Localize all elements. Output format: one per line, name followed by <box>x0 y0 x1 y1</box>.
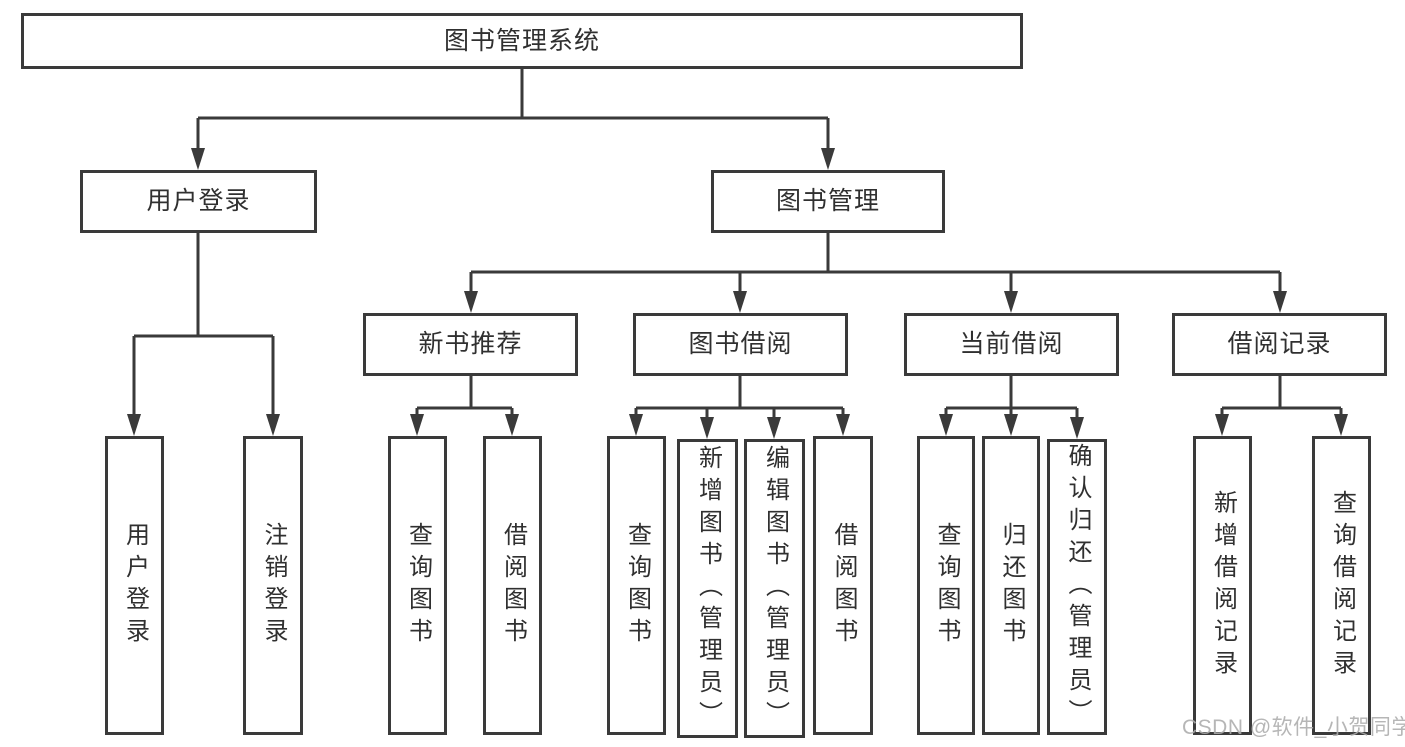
node-borrowing-records: 借阅记录 <box>1172 313 1387 376</box>
leaf-records-add-borrow-record: 新增借阅记录 <box>1193 436 1252 735</box>
node-label: 新增图书（管理员） <box>694 444 722 733</box>
csdn-watermark: CSDN @软件_小贺同学 <box>1182 716 1405 739</box>
leaf-borrowing-borrow-books: 借阅图书 <box>813 436 873 735</box>
node-user-login: 用户登录 <box>80 170 317 233</box>
leaf-current-confirm-return-admin: 确认归还（管理员） <box>1047 439 1107 735</box>
node-label: 编辑图书（管理员） <box>761 444 789 733</box>
node-book-management: 图书管理 <box>711 170 945 233</box>
node-label: 借阅记录 <box>1227 330 1332 358</box>
node-label: 新增借阅记录 <box>1209 489 1237 682</box>
arrowheads <box>127 148 1348 439</box>
node-label: 图书管理系统 <box>443 26 600 55</box>
node-label: 用户登录 <box>121 521 149 650</box>
node-new-book-recommend: 新书推荐 <box>363 313 578 376</box>
node-label: 归还图书 <box>998 521 1025 650</box>
connector-book-borrowing-to-leaves <box>634 376 845 429</box>
leaf-recommend-query-books: 查询图书 <box>388 436 447 735</box>
node-label: 查询借阅记录 <box>1328 489 1356 682</box>
leaf-recommend-borrow-books: 借阅图书 <box>483 436 542 735</box>
connector-borrowing-records-to-leaves <box>1220 376 1343 426</box>
node-label: 当前借阅 <box>959 330 1064 358</box>
leaf-borrowing-add-books-admin: 新增图书（管理员） <box>677 439 738 738</box>
leaf-logout: 注销登录 <box>243 436 303 735</box>
node-label: 图书借阅 <box>688 330 793 358</box>
node-label: 新书推荐 <box>418 330 523 358</box>
leaf-borrowing-edit-books-admin: 编辑图书（管理员） <box>744 439 805 738</box>
node-book-borrowing: 图书借阅 <box>633 313 848 376</box>
node-label: 图书管理 <box>775 187 880 215</box>
leaf-current-return-books: 归还图书 <box>982 436 1040 735</box>
connector-book-management-to-level3 <box>469 233 1282 298</box>
leaf-current-query-books: 查询图书 <box>917 436 975 735</box>
node-label: 查询图书 <box>404 521 432 650</box>
node-label: 查询图书 <box>623 521 651 650</box>
node-label: 用户登录 <box>146 187 251 215</box>
leaf-records-query-borrow-record: 查询借阅记录 <box>1312 436 1371 735</box>
leaf-borrowing-query-books: 查询图书 <box>607 436 666 735</box>
connector-root-to-level2 <box>196 69 830 155</box>
leaf-user-login: 用户登录 <box>105 436 164 735</box>
connector-user-login-to-leaves <box>132 233 275 422</box>
node-label: 借阅图书 <box>830 521 857 650</box>
node-label: 确认归还（管理员） <box>1064 443 1091 731</box>
node-label: 查询图书 <box>933 521 960 650</box>
node-current-borrowing: 当前借阅 <box>904 313 1119 376</box>
node-label: 借阅图书 <box>499 521 527 650</box>
node-root-library-management-system: 图书管理系统 <box>21 13 1023 69</box>
connector-new-book-recommend-to-leaves <box>415 376 514 426</box>
node-label: 注销登录 <box>260 521 287 650</box>
